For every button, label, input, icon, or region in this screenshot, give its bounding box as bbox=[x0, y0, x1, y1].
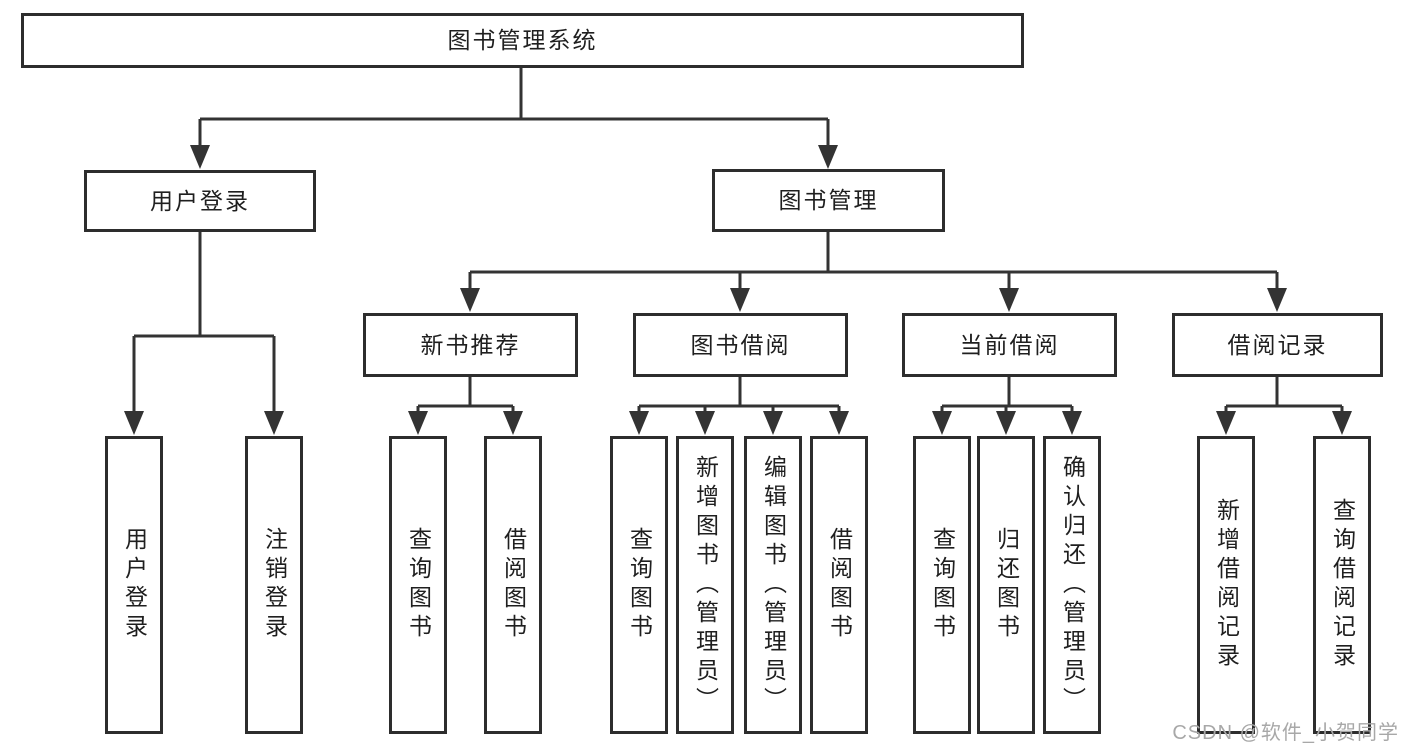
arrow-down-icon bbox=[264, 411, 284, 435]
leaf-return-books: 归还图书 bbox=[977, 436, 1035, 734]
arrow-down-icon bbox=[503, 411, 523, 435]
leaf-query-borrow-record: 查询借阅记录 bbox=[1313, 436, 1371, 734]
leaf-query-books-borrow: 查询图书 bbox=[610, 436, 668, 734]
arrow-down-icon bbox=[629, 411, 649, 435]
arrow-down-icon bbox=[829, 411, 849, 435]
connector-new-books-to-leaves bbox=[408, 377, 523, 435]
node-current-borrow: 当前借阅 bbox=[902, 313, 1117, 377]
arrow-down-icon bbox=[190, 145, 210, 169]
leaf-borrow-books: 借阅图书 bbox=[810, 436, 868, 734]
arrow-down-icon bbox=[695, 411, 715, 435]
arrow-down-icon bbox=[999, 288, 1019, 312]
node-book-management: 图书管理 bbox=[712, 169, 945, 232]
node-book-borrow: 图书借阅 bbox=[633, 313, 848, 377]
arrow-down-icon bbox=[932, 411, 952, 435]
arrow-down-icon bbox=[460, 288, 480, 312]
arrow-down-icon bbox=[996, 411, 1016, 435]
connector-book-borrow-to-leaves bbox=[629, 377, 849, 435]
connector-borrow-records-to-leaves bbox=[1216, 377, 1352, 435]
arrow-down-icon bbox=[1332, 411, 1352, 435]
arrow-down-icon bbox=[408, 411, 428, 435]
arrow-down-icon bbox=[818, 145, 838, 169]
arrow-down-icon bbox=[1062, 411, 1082, 435]
arrow-down-icon bbox=[124, 411, 144, 435]
leaf-query-books-current: 查询图书 bbox=[913, 436, 971, 734]
node-root-system: 图书管理系统 bbox=[21, 13, 1024, 68]
arrow-down-icon bbox=[1267, 288, 1287, 312]
watermark: CSDN @软件_小贺同学 bbox=[1172, 722, 1399, 744]
connector-user-login-to-leaves bbox=[124, 232, 284, 435]
leaf-logout: 注销登录 bbox=[245, 436, 303, 734]
connector-book-mgmt-to-level3 bbox=[460, 232, 1287, 312]
connector-root-to-level2 bbox=[190, 68, 838, 169]
arrow-down-icon bbox=[730, 288, 750, 312]
leaf-borrow-books-newbooks: 借阅图书 bbox=[484, 436, 542, 734]
leaf-edit-books-admin: 编辑图书（管理员） bbox=[744, 436, 802, 734]
leaf-add-borrow-record: 新增借阅记录 bbox=[1197, 436, 1255, 734]
node-borrow-records: 借阅记录 bbox=[1172, 313, 1383, 377]
arrow-down-icon bbox=[1216, 411, 1236, 435]
leaf-query-books-newbooks: 查询图书 bbox=[389, 436, 447, 734]
leaf-user-login: 用户登录 bbox=[105, 436, 163, 734]
connector-current-borrow-to-leaves bbox=[932, 377, 1082, 435]
leaf-add-books-admin: 新增图书（管理员） bbox=[676, 436, 734, 734]
leaf-confirm-return-admin: 确认归还（管理员） bbox=[1043, 436, 1101, 734]
node-user-login-group: 用户登录 bbox=[84, 170, 316, 232]
arrow-down-icon bbox=[763, 411, 783, 435]
node-new-book-recommend: 新书推荐 bbox=[363, 313, 578, 377]
